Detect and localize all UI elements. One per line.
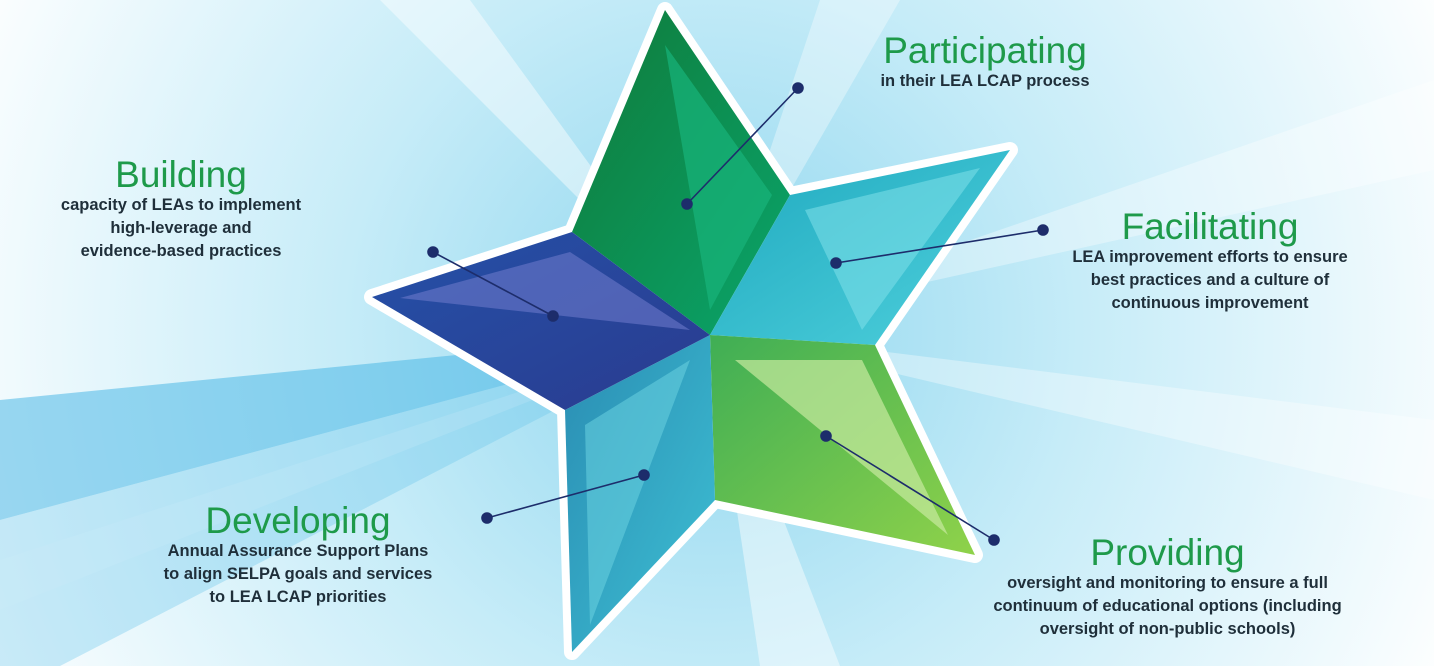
heading-developing: Developing [205, 500, 391, 541]
blue-ray-2 [0, 330, 710, 666]
label-building: Building capacity of LEAs to implement h… [0, 156, 362, 263]
desc-line: to LEA LCAP priorities [209, 588, 387, 606]
desc-line: oversight and monitoring to ensure a ful… [1007, 574, 1328, 592]
label-developing: Developing Annual Assurance Support Plan… [88, 502, 508, 609]
desc-providing: oversight and monitoring to ensure a ful… [905, 572, 1430, 641]
label-participating: Participating in their LEA LCAP process [820, 32, 1150, 93]
connector-dot-providing [820, 430, 832, 442]
connector-dot-facilitating [830, 257, 842, 269]
desc-line: to align SELPA goals and services [163, 565, 433, 583]
star-point-facilitating [710, 150, 1010, 345]
connector-facilitating [835, 229, 1044, 264]
connector-dot-providing-label [988, 534, 1000, 546]
desc-building: capacity of LEAs to implement high-lever… [0, 194, 362, 263]
heading-providing: Providing [1090, 532, 1245, 573]
desc-participating: in their LEA LCAP process [820, 70, 1150, 93]
label-providing: Providing oversight and monitoring to en… [905, 534, 1430, 641]
desc-line: continuous improvement [1111, 294, 1309, 312]
heading-facilitating: Facilitating [1121, 206, 1299, 247]
label-facilitating: Facilitating LEA improvement efforts to … [1000, 208, 1420, 315]
connector-dot-developing-label [481, 512, 493, 524]
connector-building [432, 251, 554, 317]
heading-participating: Participating [883, 30, 1087, 71]
desc-line: continuum of educational options (includ… [993, 597, 1342, 615]
connector-developing [486, 474, 645, 519]
desc-facilitating: LEA improvement efforts to ensure best p… [1000, 246, 1420, 315]
heading-building: Building [115, 154, 247, 195]
desc-line: oversight of non-public schools) [1039, 620, 1296, 638]
connector-dot-participating [681, 198, 693, 210]
connector-dot-participating-label [792, 82, 804, 94]
star-point-developing [565, 335, 715, 652]
desc-line: capacity of LEAs to implement [60, 196, 302, 214]
desc-developing: Annual Assurance Support Plans to align … [88, 540, 508, 609]
connector-lines [427, 82, 1049, 546]
desc-line: high-leverage and [110, 219, 252, 237]
desc-line: Annual Assurance Support Plans [167, 542, 429, 560]
connector-dot-developing [638, 469, 650, 481]
connector-dot-facilitating-label [1037, 224, 1049, 236]
desc-line: evidence-based practices [80, 242, 282, 260]
desc-line: in their LEA LCAP process [880, 72, 1090, 90]
connector-dot-building [547, 310, 559, 322]
connector-dot-building-label [427, 246, 439, 258]
connector-participating [686, 87, 799, 205]
star-point-building [372, 232, 710, 410]
star-point-providing [710, 335, 975, 555]
star-point-participating [572, 10, 790, 335]
connector-providing [825, 435, 995, 541]
desc-line: LEA improvement efforts to ensure [1072, 248, 1348, 266]
desc-line: best practices and a culture of [1090, 271, 1330, 289]
